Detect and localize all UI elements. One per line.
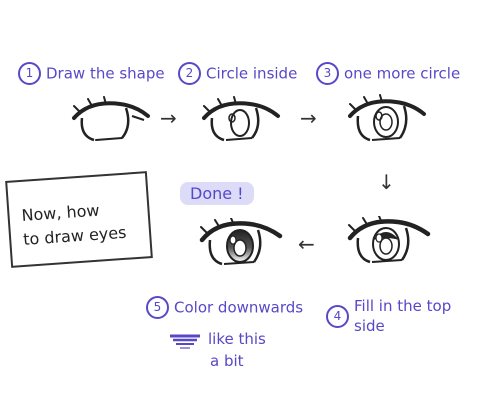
step-5-note-line-2: a bit xyxy=(210,352,244,370)
arrow-right-2: → xyxy=(300,106,317,130)
step-2-text: Circle inside xyxy=(206,64,298,83)
step-3-label: 3 one more circle xyxy=(316,62,460,85)
step-4-number: 4 xyxy=(326,304,349,328)
eye-sketch-step-3 xyxy=(348,94,426,142)
step-1-label: 1 Draw the shape xyxy=(18,62,165,85)
eye-sketch-step-4 xyxy=(347,216,431,264)
step-2-label: 2 Circle inside xyxy=(178,62,297,85)
step-5-note-line-1: like this xyxy=(208,330,266,348)
arrow-right-1: → xyxy=(160,106,177,130)
step-2-number: 2 xyxy=(178,62,201,85)
eye-sketch-step-2 xyxy=(202,96,280,142)
intro-note-box: Now, how to draw eyes xyxy=(5,171,153,268)
eye-sketch-step-1 xyxy=(72,96,150,142)
gradient-swatch-icon xyxy=(170,334,200,349)
eye-sketch-step-5 xyxy=(199,218,283,266)
step-3-text: one more circle xyxy=(344,64,461,83)
step-5-label: 5 Color downwards xyxy=(146,296,303,319)
step-1-text: Draw the shape xyxy=(46,64,165,83)
arrow-left: ← xyxy=(298,232,315,256)
step-5-text: Color downwards xyxy=(174,298,304,317)
step-3-number: 3 xyxy=(316,62,339,85)
step-1-number: 1 xyxy=(18,62,41,85)
note-line-1: Now, how xyxy=(20,200,101,225)
note-line-2: to draw eyes xyxy=(22,222,128,249)
step-4-label: 4Fill in the top side xyxy=(326,296,474,336)
done-label: Done ! xyxy=(180,182,254,205)
step-4-text: Fill in the top side xyxy=(354,297,452,335)
arrow-down: ↓ xyxy=(378,170,395,194)
step-5-number: 5 xyxy=(146,296,169,319)
